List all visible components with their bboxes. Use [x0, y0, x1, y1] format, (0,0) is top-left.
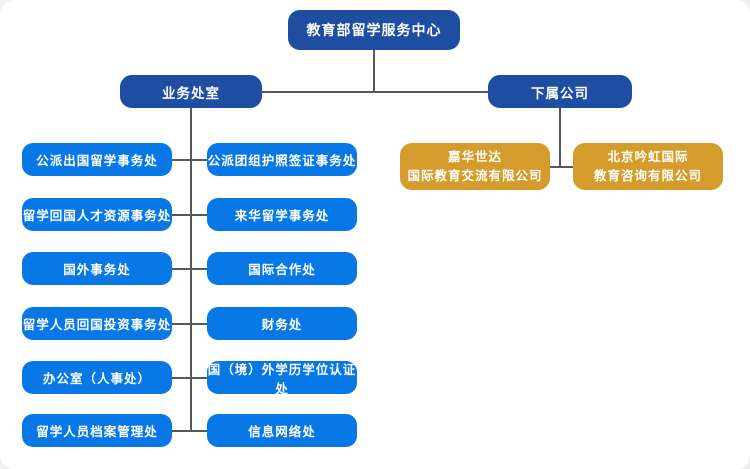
org-node-office-label: 国（境）外学历学位认证处 [207, 362, 357, 396]
connector-office-row-1 [172, 159, 207, 161]
org-node-office: 国外事务处 [22, 252, 172, 285]
org-node-office-label: 国外事务处 [63, 263, 131, 277]
connector-office-row-5 [172, 377, 207, 379]
org-node-office: 留学回国人才资源事务处 [22, 198, 172, 231]
org-node-company: 北京吟虹国际 教育咨询有限公司 [573, 143, 723, 190]
org-node-company-name-line2: 教育咨询有限公司 [593, 168, 702, 183]
org-node-company-name-line1: 北京吟虹国际 [607, 149, 689, 164]
org-node-office: 办公室（人事处） [22, 361, 172, 394]
org-node-company-name-line1: 嘉华世达 [447, 149, 502, 164]
org-node-office: 信息网络处 [207, 414, 357, 447]
org-node-office-label: 来华留学事务处 [234, 209, 330, 223]
org-node-office: 留学人员档案管理处 [22, 414, 172, 447]
org-node-office: 来华留学事务处 [207, 198, 357, 231]
org-node-office: 财务处 [207, 307, 357, 340]
connector-companies-horizontal [550, 166, 573, 168]
org-node-office-label: 留学人员档案管理处 [36, 425, 158, 439]
connector-office-row-2 [172, 214, 207, 216]
org-node-office-label: 财务处 [261, 318, 303, 332]
org-node-branch-companies-label: 下属公司 [531, 85, 589, 101]
org-node-office: 国（境）外学历学位认证处 [207, 361, 357, 396]
connector-companies-trunk [559, 108, 561, 166]
org-node-office-label: 信息网络处 [248, 425, 316, 439]
org-node-branch-offices-label: 业务处室 [162, 85, 220, 101]
org-node-company-name-line2: 国际教育交流有限公司 [407, 168, 543, 183]
org-node-company: 嘉华世达 国际教育交流有限公司 [400, 143, 550, 190]
org-node-office: 公派团组护照签证事务处 [207, 143, 357, 176]
org-node-office: 公派出国留学事务处 [22, 143, 172, 176]
connector-office-row-3 [172, 268, 207, 270]
connector-level2-horizontal [262, 91, 488, 93]
org-node-office-label: 办公室（人事处） [42, 372, 151, 386]
org-node-office: 国际合作处 [207, 252, 357, 285]
connector-office-row-6 [172, 430, 207, 432]
org-node-office-label: 公派出国留学事务处 [36, 154, 158, 168]
connector-root-vertical [373, 50, 375, 91]
org-node-root-label: 教育部留学服务中心 [306, 22, 442, 38]
org-node-office-label: 留学人员回国投资事务处 [22, 318, 172, 332]
connector-offices-trunk [190, 108, 192, 431]
org-node-office-label: 留学回国人才资源事务处 [22, 209, 172, 223]
org-node-office: 留学人员回国投资事务处 [22, 307, 172, 340]
org-node-office-label: 公派团组护照签证事务处 [207, 154, 357, 168]
org-node-branch-companies: 下属公司 [488, 75, 632, 108]
org-node-branch-offices: 业务处室 [120, 75, 262, 108]
org-node-office-label: 国际合作处 [248, 263, 316, 277]
connector-office-row-4 [172, 323, 207, 325]
org-node-root: 教育部留学服务中心 [288, 10, 460, 50]
